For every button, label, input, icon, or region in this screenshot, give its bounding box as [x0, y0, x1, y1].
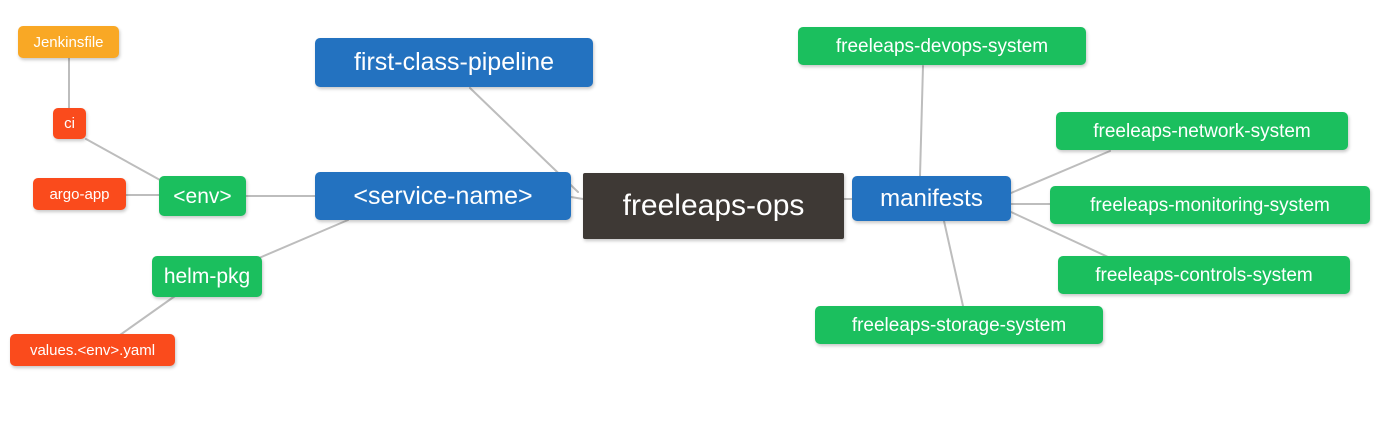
node-label: freeleaps-monitoring-system	[1090, 194, 1330, 216]
node-label: freeleaps-devops-system	[835, 35, 1049, 57]
edge-service-name-to-helm-pkg	[258, 219, 349, 259]
node-freeleaps-monitoring-system[interactable]: freeleaps-monitoring-system	[1050, 186, 1370, 224]
node-label: freeleaps-storage-system	[851, 314, 1067, 336]
node-label: freeleaps-ops	[622, 189, 805, 222]
node-values-env-yaml[interactable]: values.<env>.yaml	[10, 334, 175, 366]
node-argo-app[interactable]: argo-app	[33, 178, 126, 210]
node-label: Jenkinsfile	[33, 33, 104, 51]
edge-helm-pkg-to-values-env-yaml	[119, 295, 176, 336]
node-freeleaps-network-system[interactable]: freeleaps-network-system	[1056, 112, 1348, 150]
node-freeleaps-devops-system[interactable]: freeleaps-devops-system	[798, 27, 1086, 65]
node-first-class-pipeline[interactable]: first-class-pipeline	[315, 38, 593, 87]
node-label: freeleaps-network-system	[1093, 120, 1311, 142]
node-label: freeleaps-controls-system	[1095, 264, 1313, 286]
node-label: helm-pkg	[163, 265, 251, 288]
node-ci[interactable]: ci	[53, 108, 86, 139]
node-helm-pkg[interactable]: helm-pkg	[152, 256, 262, 297]
node-label: first-class-pipeline	[353, 48, 555, 76]
node-freeleaps-ops[interactable]: freeleaps-ops	[583, 173, 844, 239]
node-label: <service-name>	[353, 181, 533, 210]
node-service-name[interactable]: <service-name>	[315, 172, 571, 220]
node-freeleaps-storage-system[interactable]: freeleaps-storage-system	[815, 306, 1103, 344]
edge-freeleaps-ops-to-service-name	[570, 196, 584, 200]
edge-env-to-ci	[85, 138, 161, 181]
node-freeleaps-controls-system[interactable]: freeleaps-controls-system	[1058, 256, 1350, 294]
edge-manifests-to-freeleaps-storage-system	[943, 220, 964, 307]
node-jenkinsfile[interactable]: Jenkinsfile	[18, 26, 119, 58]
edge-manifests-to-freeleaps-devops-system	[919, 65, 924, 177]
node-label: manifests	[880, 184, 983, 212]
node-env[interactable]: <env>	[159, 176, 246, 216]
node-manifests[interactable]: manifests	[852, 176, 1011, 221]
node-label: ci	[64, 115, 75, 132]
node-label: argo-app	[49, 185, 110, 203]
node-label: <env>	[173, 184, 232, 208]
node-label: values.<env>.yaml	[29, 341, 156, 359]
